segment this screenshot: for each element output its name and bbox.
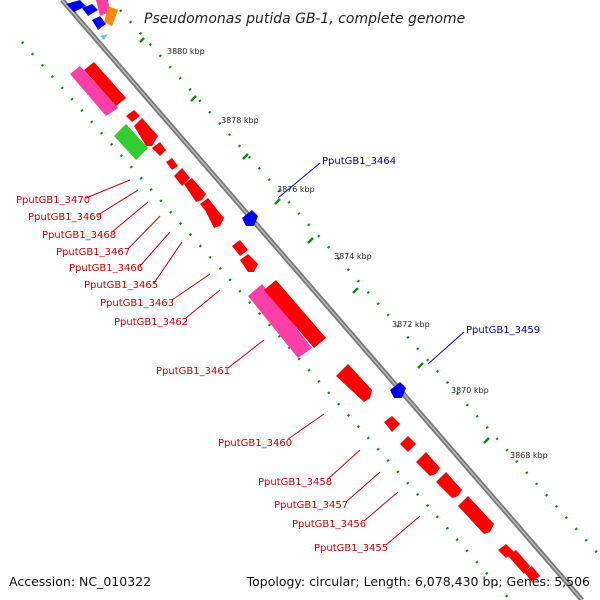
- gene-label[interactable]: PputGB1_3458: [258, 477, 332, 488]
- gene-feature[interactable]: [166, 158, 178, 170]
- outer-dotted-ring: [119, 9, 600, 557]
- leader-line: [111, 201, 149, 233]
- gene-label[interactable]: PputGB1_3467: [56, 247, 130, 258]
- leader-line: [171, 273, 211, 301]
- gene-label[interactable]: PputGB1_3461: [156, 366, 230, 377]
- rrna-feature[interactable]: [70, 66, 118, 116]
- leader-line: [277, 162, 321, 199]
- leader-line: [385, 515, 421, 546]
- gene-label[interactable]: PputGB1_3465: [84, 280, 158, 291]
- inner-dotted-ring: [21, 41, 511, 600]
- gene-feature[interactable]: [384, 416, 400, 432]
- forward-genes: [126, 110, 540, 582]
- genome-title: Pseudomonas putida GB-1, complete genome: [144, 11, 465, 27]
- gene-feature[interactable]: [206, 206, 224, 228]
- gene-feature[interactable]: [126, 110, 140, 122]
- gene-feature[interactable]: [232, 240, 248, 256]
- tick-label: 3868 kbp: [510, 451, 548, 460]
- gene-feature[interactable]: [92, 16, 106, 30]
- tick-mark: [274, 198, 281, 205]
- gene-label[interactable]: PputGB1_3466: [69, 263, 143, 274]
- gene-label[interactable]: PputGB1_3455: [314, 543, 388, 554]
- gene-label[interactable]: PputGB1_3463: [100, 298, 174, 309]
- gene-label[interactable]: PputGB1_3468: [42, 230, 116, 241]
- genome-backbone-highlight: [61, 0, 583, 600]
- tick-mark: [139, 37, 145, 43]
- tick-mark: [483, 437, 490, 444]
- gene-feature[interactable]: [152, 142, 166, 156]
- gene-feature[interactable]: [390, 382, 406, 398]
- tick-label: 3878 kbp: [221, 116, 259, 125]
- leader-line: [185, 289, 221, 319]
- tick-label: 3874 kbp: [334, 252, 372, 261]
- other-feature[interactable]: [114, 124, 148, 160]
- tick-mark: [417, 362, 424, 369]
- left-gene-labels: PputGB1_3470 PputGB1_3469 PputGB1_3468 P…: [16, 195, 388, 554]
- leader-line: [363, 491, 399, 522]
- gene-feature[interactable]: [174, 168, 190, 186]
- small-feature: [100, 34, 108, 40]
- gene-label[interactable]: PputGB1_3460: [218, 438, 292, 449]
- gene-feature[interactable]: [524, 566, 540, 582]
- orange-feature[interactable]: [104, 6, 118, 26]
- gene-label[interactable]: PputGB1_3459: [466, 325, 540, 336]
- tick-mark: [307, 237, 314, 244]
- tick-label: 3880 kbp: [167, 47, 205, 56]
- gene-feature[interactable]: [400, 436, 416, 452]
- gene-feature[interactable]: [336, 364, 372, 402]
- gene-label[interactable]: PputGB1_3470: [16, 195, 90, 206]
- gene-feature[interactable]: [82, 4, 98, 16]
- leader-line: [427, 331, 465, 365]
- topology-text: Topology: circular; Length: 6,078,430 bp…: [246, 574, 590, 589]
- leader-line: [345, 471, 381, 503]
- gene-label[interactable]: PputGB1_3469: [28, 212, 102, 223]
- leader-line: [97, 189, 139, 216]
- leader-line: [227, 339, 265, 369]
- gene-feature[interactable]: [264, 280, 326, 348]
- leader-line: [287, 413, 325, 440]
- tick-marks: [139, 37, 490, 444]
- rrna-feature[interactable]: [248, 284, 312, 358]
- gene-feature[interactable]: [508, 550, 530, 574]
- gene-feature[interactable]: [416, 452, 440, 476]
- leader-line: [327, 449, 361, 480]
- leader-line: [85, 179, 131, 199]
- gene-label[interactable]: PputGB1_3464: [322, 156, 396, 167]
- gene-feature[interactable]: [134, 118, 158, 146]
- leader-line: [127, 215, 161, 250]
- gene-label[interactable]: PputGB1_3457: [274, 500, 348, 511]
- gene-feature[interactable]: [66, 0, 86, 12]
- right-gene-labels: PputGB1_3464 PputGB1_3459: [322, 156, 540, 336]
- right-leader-lines: [277, 162, 465, 365]
- gene-feature[interactable]: [184, 178, 206, 202]
- tick-mark: [352, 287, 359, 294]
- gene-feature[interactable]: [436, 472, 462, 498]
- gene-feature[interactable]: [458, 496, 494, 534]
- tick-label: 3870 kbp: [451, 386, 489, 395]
- tick-label: 3876 kbp: [277, 185, 315, 194]
- top-features: [66, 0, 118, 40]
- accession-text: Accession: NC_010322: [9, 574, 151, 589]
- gene-label[interactable]: PputGB1_3456: [292, 519, 366, 530]
- leader-line: [139, 231, 171, 267]
- gene-label[interactable]: PputGB1_3462: [114, 317, 188, 328]
- tick-mark: [190, 95, 197, 102]
- gene-feature[interactable]: [84, 62, 126, 106]
- tick-label: 3872 kbp: [392, 320, 430, 329]
- tick-mark: [242, 153, 249, 160]
- left-leader-lines: [85, 179, 421, 546]
- leader-line: [153, 241, 183, 284]
- gene-feature[interactable]: [242, 210, 258, 226]
- gene-feature[interactable]: [240, 254, 258, 272]
